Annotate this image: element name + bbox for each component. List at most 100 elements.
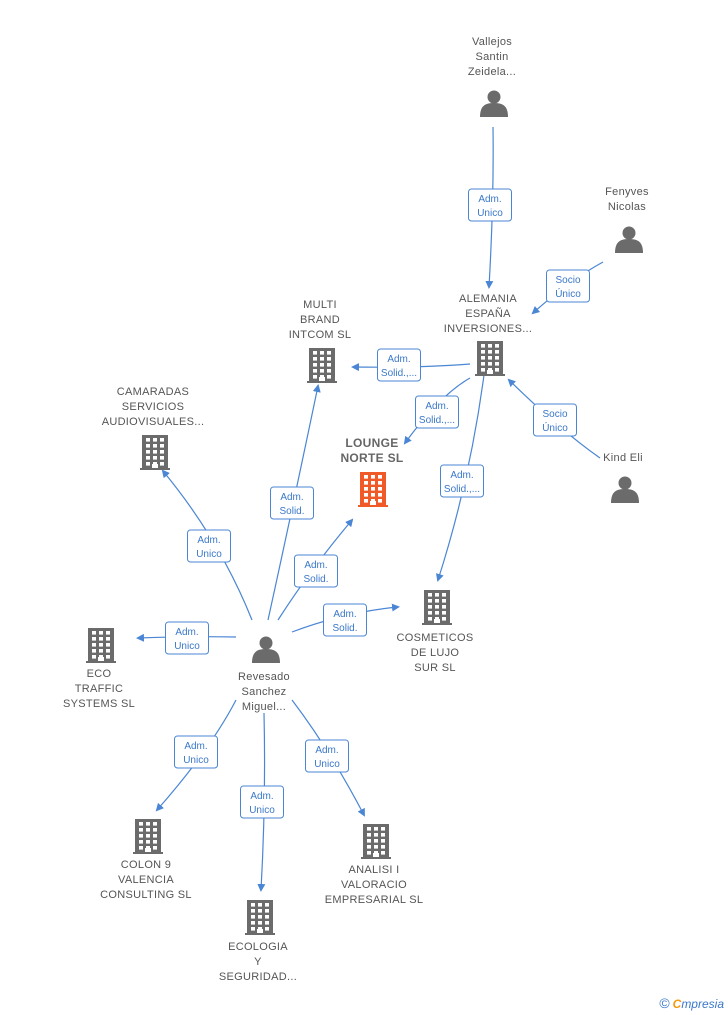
- edge-label-text: Adm.: [197, 535, 220, 546]
- node-eco[interactable]: ECO TRAFFIC SYSTEMS SL: [63, 628, 135, 710]
- edges-layer: [136, 126, 604, 892]
- building-icon: [140, 435, 170, 470]
- building-icon: [86, 628, 116, 663]
- building-icon: [358, 472, 388, 507]
- building-icon: [133, 819, 163, 854]
- edge-label-box[interactable]: Adm.Solid.: [270, 486, 314, 520]
- node-multibrand[interactable]: MULTI BRAND INTCOM SL: [289, 299, 352, 383]
- edge-label-text: Adm.: [425, 401, 448, 412]
- building-icon: [361, 824, 391, 859]
- building-icon: [422, 590, 452, 625]
- edge-label-text: Solid.,...: [419, 415, 455, 426]
- node-label-line: SERVICIOS: [122, 401, 184, 413]
- edge-label-text: Adm.: [387, 354, 410, 365]
- edge-label-text: Solid.: [332, 623, 357, 634]
- edge-label-box[interactable]: Adm. Solid.: [323, 603, 367, 637]
- edge-label-box[interactable]: Adm. Unico: [174, 735, 218, 769]
- copyright-icon: ©: [659, 995, 670, 1011]
- edge-label-text: Solid.: [279, 506, 304, 517]
- edge-label-box[interactable]: Adm. Solid.,...: [377, 348, 421, 382]
- node-camaradas[interactable]: CAMARADAS SERVICIOS AUDIOVISUALES...: [102, 386, 205, 470]
- node-label-line: ESPAÑA: [465, 307, 511, 320]
- edge-label-text: Socio: [555, 275, 580, 286]
- person-icon: [611, 476, 639, 503]
- node-label-line: MULTI: [303, 299, 337, 311]
- node-label-line: AUDIOVISUALES...: [102, 416, 205, 428]
- node-label-line: INVERSIONES...: [444, 323, 533, 335]
- edge-label-text: Unico: [183, 755, 209, 766]
- edge-label-box[interactable]: Adm.Solid.,...: [440, 464, 484, 498]
- node-label-line: Santin: [476, 51, 509, 63]
- node-label-line: LOUNGE: [345, 436, 398, 450]
- edge-label-text: Solid.,...: [381, 368, 417, 379]
- edge-label-text: Único: [555, 287, 581, 300]
- edge-label-text: Adm.: [478, 194, 501, 205]
- node-label-line: Fenyves: [605, 186, 649, 198]
- node-label-line: Y: [254, 956, 262, 968]
- node-label-line: BRAND: [300, 314, 340, 326]
- edge-label-text: Adm.: [315, 745, 338, 756]
- edge-label-box[interactable]: Adm.Solid.: [294, 554, 338, 588]
- node-label-line: Zeidela...: [468, 66, 516, 78]
- node-label-line: Nicolas: [608, 201, 646, 213]
- node-alemania[interactable]: ALEMANIA ESPAÑA INVERSIONES...: [444, 293, 533, 376]
- node-label-line: ANALISI I: [349, 864, 400, 876]
- edge-label-text: Socio: [542, 409, 567, 420]
- edge-label-box[interactable]: Adm. Unico: [187, 529, 231, 563]
- edge-label-text: Adm.: [184, 741, 207, 752]
- building-icon: [245, 900, 275, 935]
- edge-label-box[interactable]: Adm. Solid.,...: [415, 395, 459, 429]
- node-label-line: VALORACIO: [341, 879, 407, 891]
- edge-label-text: Solid.,...: [444, 484, 480, 495]
- node-label-line: Vallejos: [472, 36, 512, 48]
- edge-label-box[interactable]: Adm. Unico: [240, 785, 284, 819]
- footer-brand[interactable]: ©Cmpresia: [659, 995, 724, 1011]
- node-label-line: ECO: [87, 668, 112, 680]
- edge-label-box[interactable]: Adm. Unico: [305, 739, 349, 773]
- edge-label-text: Adm.: [250, 791, 273, 802]
- node-label-line: CONSULTING SL: [100, 889, 192, 901]
- node-label-line: SYSTEMS SL: [63, 698, 135, 710]
- edge-label-text: Unico: [249, 805, 275, 816]
- node-revesado[interactable]: RevesadoSanchezMiguel...: [238, 636, 290, 714]
- edge-label-text: Unico: [174, 641, 200, 652]
- node-kindeli[interactable]: Kind Eli: [603, 452, 643, 503]
- node-label-line: NORTE SL: [340, 451, 403, 465]
- person-icon: [480, 90, 508, 117]
- edge-label-box[interactable]: Adm. Unico: [165, 621, 209, 655]
- node-analisi[interactable]: ANALISI I VALORACIO EMPRESARIAL SL: [325, 824, 424, 906]
- edge-label-text: Unico: [196, 549, 222, 560]
- edge-label-text: Único: [542, 421, 568, 434]
- edge-label-text: Adm.: [333, 609, 356, 620]
- node-label-line: ALEMANIA: [459, 293, 517, 305]
- node-label-line: SUR SL: [414, 662, 456, 674]
- node-vallejos[interactable]: VallejosSantinZeidela...: [468, 36, 516, 117]
- node-label-line: Revesado: [238, 671, 290, 683]
- node-label-line: Miguel...: [242, 701, 286, 713]
- node-label-line: TRAFFIC: [75, 683, 124, 695]
- node-label-line: CAMARADAS: [117, 386, 189, 398]
- brand-name: mpresia: [681, 997, 724, 1011]
- building-icon: [307, 348, 337, 383]
- edge-label-text: Adm.: [175, 627, 198, 638]
- node-label-line: SEGURIDAD...: [219, 971, 297, 983]
- person-icon: [252, 636, 280, 663]
- edge-label-box[interactable]: Adm. Unico: [468, 188, 512, 222]
- edge-label-text: Unico: [477, 208, 503, 219]
- node-ecologia[interactable]: ECOLOGIA Y SEGURIDAD...: [219, 900, 297, 983]
- node-label-line: INTCOM SL: [289, 329, 352, 341]
- node-label-line: EMPRESARIAL SL: [325, 894, 424, 906]
- node-label-line: ECOLOGIA: [228, 941, 288, 953]
- brand-initial: C: [672, 997, 682, 1011]
- node-label-line: Sanchez: [242, 686, 287, 698]
- node-label-line: COLON 9: [121, 859, 171, 871]
- edge-label-text: Unico: [314, 759, 340, 770]
